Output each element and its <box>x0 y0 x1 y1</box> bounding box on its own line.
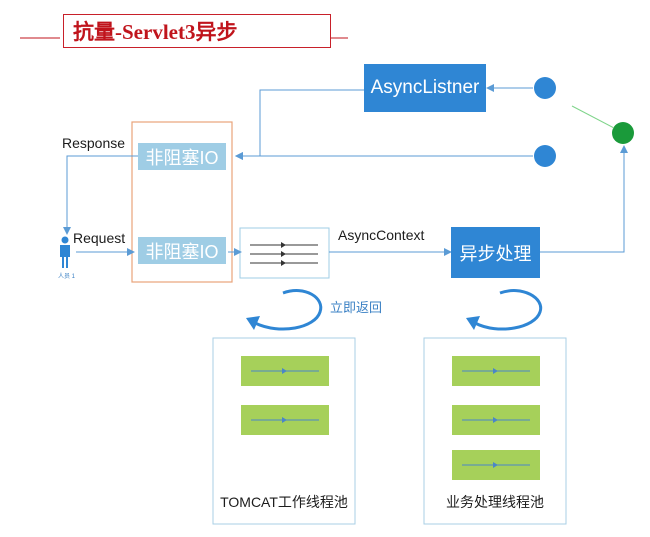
request-queue <box>239 227 330 279</box>
queue-arrowhead-2 <box>281 251 286 257</box>
queue-arrowhead-1 <box>281 242 286 248</box>
async-processing-box: 异步处理 <box>451 227 540 278</box>
title-box: 抗量-Servlet3异步 <box>63 14 331 48</box>
nonblocking-io-response-box: 非阻塞IO <box>138 143 226 170</box>
tomcat-return-arrowhead <box>246 316 260 330</box>
person-icon <box>60 236 70 268</box>
response-label: Response <box>62 135 126 151</box>
business-pool-label: 业务处理线程池 <box>446 494 544 510</box>
page-title: 抗量-Servlet3异步 <box>73 20 238 44</box>
return-immediately-label: 立即返回 <box>330 300 383 315</box>
nonblocking-io-request-box: 非阻塞IO <box>138 237 226 264</box>
person-label: 人员 1 <box>58 274 76 280</box>
business-return-loop <box>474 289 543 331</box>
listener-to-response-arrow <box>235 89 365 160</box>
request-label: Request <box>73 230 126 246</box>
queue-arrowhead-3 <box>281 260 286 266</box>
junction-circle <box>612 122 634 144</box>
async-context-label: AsyncContext <box>338 227 425 243</box>
response-to-user-arrow <box>63 155 138 235</box>
tomcat-pool-label: TOMCAT工作线程池 <box>220 494 348 510</box>
listener-source-circle <box>534 77 556 99</box>
nonblocking-io-group <box>131 121 233 283</box>
junction-connector <box>571 105 615 129</box>
business-return-arrowhead <box>466 316 480 330</box>
async-to-junction-arrow <box>540 145 628 253</box>
business-task-1 <box>452 356 540 386</box>
response-source-circle <box>534 145 556 167</box>
tomcat-task-1 <box>241 356 329 386</box>
tomcat-task-2 <box>241 405 329 435</box>
tomcat-return-loop <box>254 289 323 331</box>
business-task-3 <box>452 450 540 480</box>
async-listener-box: AsyncListner <box>364 64 486 112</box>
business-task-2 <box>452 405 540 435</box>
